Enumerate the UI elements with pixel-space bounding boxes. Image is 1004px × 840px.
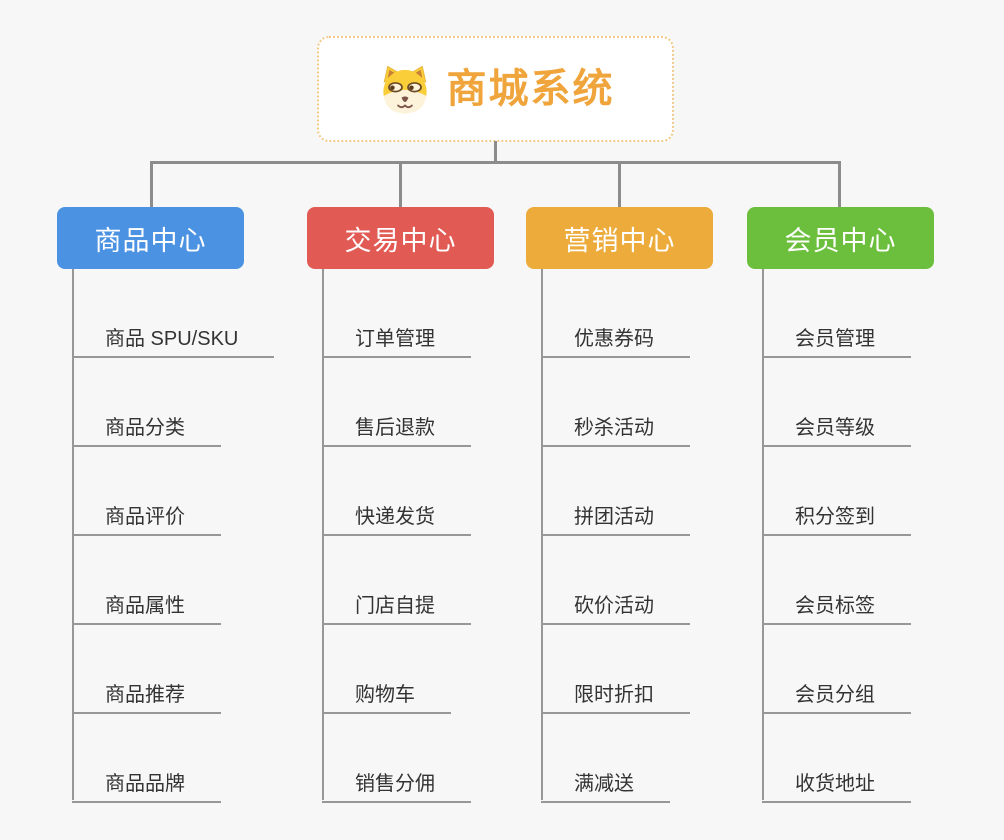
connector-stub-member (838, 161, 841, 208)
root-title: 商城系统 (446, 67, 615, 111)
child-topic[interactable]: 商品推荐 (72, 682, 221, 714)
connector-bus (150, 161, 840, 164)
child-topic[interactable]: 商品 SPU/SKU (72, 326, 275, 358)
child-topic[interactable]: 商品评价 (72, 504, 221, 536)
child-topic[interactable]: 商品品牌 (72, 771, 221, 803)
branch-column-marketing-center: 营销中心 优惠券码 秒杀活动 拼团活动 砍价活动 限时折扣 满减送 (526, 207, 806, 803)
child-topic[interactable]: 会员标签 (762, 593, 911, 625)
root-node-mall-system[interactable]: 商城系统 (317, 36, 674, 142)
child-topic[interactable]: 限时折扣 (541, 682, 690, 714)
child-topic[interactable]: 订单管理 (322, 326, 471, 358)
branch-node-marketing-center[interactable]: 营销中心 (526, 207, 713, 269)
branch-node-product-center[interactable]: 商品中心 (57, 207, 244, 269)
branch-node-trade-center[interactable]: 交易中心 (307, 207, 494, 269)
child-topic[interactable]: 会员分组 (762, 682, 911, 714)
dog-face-icon (382, 65, 427, 114)
child-topic[interactable]: 优惠券码 (541, 326, 690, 358)
child-topic[interactable]: 会员管理 (762, 326, 911, 358)
child-topic[interactable]: 拼团活动 (541, 504, 690, 536)
child-topic[interactable]: 门店自提 (322, 593, 471, 625)
branch-column-product-center: 商品中心 商品 SPU/SKU 商品分类 商品评价 商品属性 商品推荐 商品品牌 (57, 207, 337, 803)
connector-stub-trade (399, 161, 402, 208)
branch-column-trade-center: 交易中心 订单管理 售后退款 快递发货 门店自提 购物车 销售分佣 (307, 207, 587, 803)
child-topic[interactable]: 销售分佣 (322, 771, 471, 803)
child-topic[interactable]: 商品分类 (72, 415, 221, 447)
child-topic[interactable]: 积分签到 (762, 504, 911, 536)
child-topic[interactable]: 砍价活动 (541, 593, 690, 625)
child-topic[interactable]: 满减送 (541, 771, 670, 803)
child-topic[interactable]: 商品属性 (72, 593, 221, 625)
connector-root-stub (494, 141, 497, 164)
connector-stub-product (150, 161, 153, 208)
child-topic[interactable]: 购物车 (322, 682, 451, 714)
child-topic[interactable]: 秒杀活动 (541, 415, 690, 447)
branch-column-member-center: 会员中心 会员管理 会员等级 积分签到 会员标签 会员分组 收货地址 (747, 207, 1004, 803)
child-topic[interactable]: 售后退款 (322, 415, 471, 447)
connector-stub-marketing (618, 161, 621, 208)
child-topic[interactable]: 会员等级 (762, 415, 911, 447)
branch-node-member-center[interactable]: 会员中心 (747, 207, 934, 269)
child-topic[interactable]: 快递发货 (322, 504, 471, 536)
child-topic[interactable]: 收货地址 (762, 771, 911, 803)
